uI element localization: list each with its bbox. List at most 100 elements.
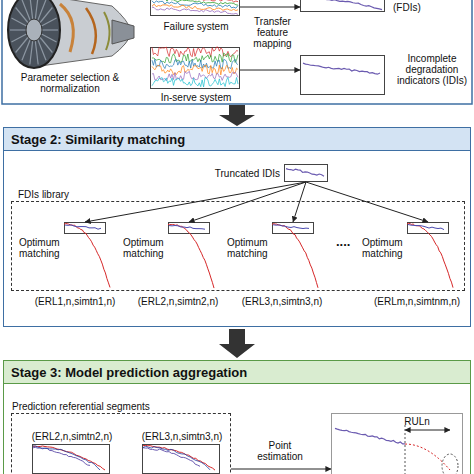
- node-label: Optimum matching: [19, 237, 67, 259]
- connector-arrow: [85, 182, 306, 222]
- sensor-trace: [152, 77, 238, 87]
- stage-panel: Stage 3: Model prediction aggregationPre…: [3, 360, 471, 474]
- turbofan-engine: [8, 0, 134, 68]
- sensor-trace: [152, 4, 238, 10]
- predicted-curve: [405, 444, 450, 470]
- fan-blade: [11, 30, 34, 42]
- node-label: Truncated IDIs: [202, 168, 280, 179]
- matched-segment: [169, 226, 205, 230]
- fan-blade: [34, 29, 58, 30]
- stage-panel-outline: [2, 0, 472, 104]
- node-label: RULn: [397, 416, 437, 427]
- plot-box: Truncated IDIs: [284, 164, 328, 182]
- match-window: Optimum matching: [272, 222, 314, 234]
- library-curve: [272, 224, 318, 288]
- segment-group: Prediction referential segments(ERL2,n,s…: [11, 413, 231, 474]
- plot-box: (FDIs): [300, 0, 385, 12]
- connector-arrow: [293, 182, 306, 222]
- fan-blade: [16, 30, 34, 52]
- flow-arrow: [219, 329, 255, 358]
- stage-heading: Stage 2: Similarity matching: [11, 132, 451, 147]
- node-label: FDIs library: [18, 189, 138, 200]
- match-window: Optimum matching: [168, 222, 210, 234]
- node-label: Incomplete degradation indicators (IDIs): [391, 53, 473, 86]
- fan-blade: [22, 0, 34, 30]
- plot-box: (ERL3,n,simtn3,n): [142, 444, 220, 474]
- plot-box: RULn: [331, 413, 463, 474]
- fan-blade: [34, 18, 57, 30]
- library-curve: [33, 446, 105, 470]
- node-label: Optimum matching: [123, 237, 171, 259]
- matched-segment: [273, 225, 309, 229]
- match-window: Optimum matching: [64, 222, 106, 234]
- fan-blade: [34, 30, 52, 52]
- connector-arrow: [231, 469, 331, 470]
- engine-pipe: [104, 12, 110, 50]
- degradation-curve: [303, 0, 382, 10]
- fan-blade: [34, 8, 52, 30]
- engine-pipe: [86, 8, 96, 54]
- rul-span: [405, 430, 450, 431]
- engine-body: [40, 0, 132, 66]
- connector-arrow: [240, 7, 300, 8]
- node-label: Failure system: [151, 21, 241, 32]
- degradation-curve: [33, 446, 100, 470]
- stage-panel: Stage 2: Similarity matchingTruncated ID…: [3, 127, 471, 327]
- sensor-trace: [152, 53, 238, 63]
- node-label: (ERL3,n,simtn3,n): [127, 431, 237, 442]
- library-curve: [407, 223, 453, 287]
- fan-blade: [11, 18, 34, 30]
- fan-disc: [8, 0, 60, 68]
- node-label: (ERL2,n,simtn2,n): [17, 431, 127, 442]
- fan-blade: [30, 0, 34, 30]
- node-label: Optimum matching: [227, 237, 275, 259]
- annotation-label: Transfer feature mapping: [245, 16, 300, 49]
- library-curve: [168, 224, 214, 288]
- sensor-trace: [152, 65, 238, 75]
- engine-pipe: [60, 4, 73, 52]
- degradation-curve: [143, 448, 200, 467]
- fan-blade: [16, 8, 34, 30]
- sensor-trace: [152, 0, 238, 5]
- connector-arrow: [240, 70, 300, 71]
- plot-box: Failure system: [150, 0, 240, 16]
- sensor-trace: [152, 1, 238, 8]
- fan-blade: [34, 0, 46, 30]
- library-curve: [64, 223, 110, 287]
- plot-box: In-serve system: [150, 47, 240, 89]
- match-window: Optimum matching: [407, 222, 449, 234]
- degradation-curve: [33, 447, 90, 465]
- fan-blade: [34, 0, 38, 30]
- library-curve: [143, 445, 215, 470]
- connector-arrow: [189, 182, 306, 222]
- node-label: Optimum matching: [362, 237, 410, 259]
- fan-blade: [34, 30, 57, 42]
- degradation-curve: [143, 446, 210, 470]
- fan-blade: [34, 30, 38, 64]
- fan-blade: [10, 29, 34, 30]
- sensor-trace: [152, 47, 238, 57]
- sensor-trace: [152, 71, 238, 80]
- stage-heading: Stage 3: Model prediction aggregation: [11, 365, 451, 380]
- matched-segment: [408, 224, 444, 229]
- node-label: (FDIs): [393, 2, 443, 13]
- plot-box: (ERL2,n,simtn2,n): [32, 444, 110, 474]
- sensor-trace: [152, 59, 238, 68]
- connector-arrow: [306, 182, 428, 222]
- degradation-curve: [303, 63, 380, 74]
- estimate-marker: [442, 454, 458, 474]
- sensor-trace: [152, 7, 238, 14]
- rul-tick: [405, 425, 406, 474]
- sensor-trace: [152, 0, 238, 2]
- matched-segment: [65, 225, 101, 229]
- flow-arrow: [219, 105, 255, 126]
- degradation-curve: [286, 169, 324, 177]
- fan-blade: [22, 30, 34, 60]
- library-box: FDIs libraryOptimum matchingOptimum matc…: [11, 201, 465, 291]
- annotation-label: Parameter selection & normalization: [5, 72, 135, 94]
- engine-nozzle: [112, 20, 134, 44]
- fan-hub: [26, 19, 42, 41]
- plot-box: Incomplete degradation indicators (IDIs): [300, 55, 385, 95]
